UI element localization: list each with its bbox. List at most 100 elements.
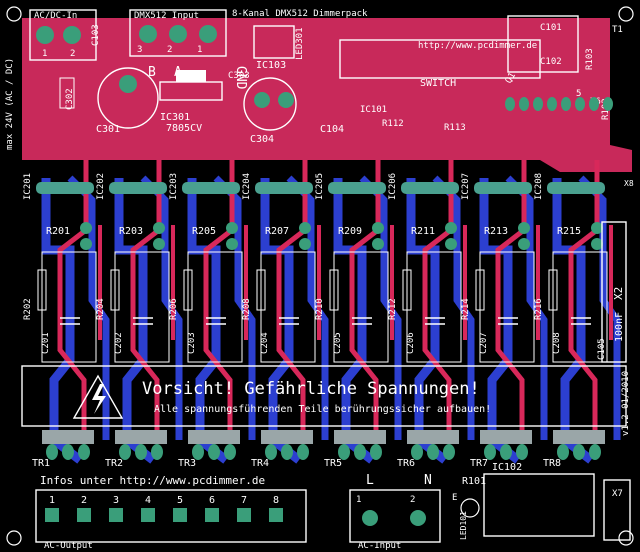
e-label: E <box>452 493 457 503</box>
acdc-in-label: AC/DC-In <box>34 11 77 21</box>
optocoupler-body <box>36 182 94 194</box>
ic-label: IC207 <box>461 173 471 200</box>
ac-output-pin-label: 6 <box>209 495 215 506</box>
triac-label: TR3 <box>178 458 196 469</box>
l-label: L <box>366 473 374 488</box>
ac-input-pin-1-label: 1 <box>356 495 361 505</box>
blue-trace <box>406 178 448 464</box>
x6-pin-row <box>505 97 613 111</box>
ic-label: IC202 <box>96 173 106 200</box>
triac-label: TR8 <box>543 458 561 469</box>
triac-pin-pad <box>411 444 423 460</box>
ac-output-pin-label: 7 <box>241 495 247 506</box>
resistor-side-label: R206 <box>169 298 179 320</box>
q1-area <box>507 15 579 73</box>
ic301-label: IC301 <box>160 112 190 123</box>
resistor-pad <box>372 238 384 250</box>
warning-frame <box>21 365 627 427</box>
ac-output-pin-pad <box>77 508 91 522</box>
blue-trace <box>552 178 594 464</box>
capacitor-label: C208 <box>552 332 562 354</box>
resistor-pad <box>518 238 530 250</box>
side-resistor <box>329 269 339 311</box>
resistor-pad <box>372 222 384 234</box>
triac-pin-pad <box>500 444 512 460</box>
triac-pin-pad <box>589 444 601 460</box>
triac-label: TR6 <box>397 458 415 469</box>
triac-heatsink-outline <box>41 251 97 363</box>
triac-label: TR4 <box>251 458 269 469</box>
capacitor-label: C205 <box>333 332 343 354</box>
side-resistor <box>183 269 193 311</box>
resistor-side-label: R212 <box>388 298 398 320</box>
c304-label: C304 <box>250 134 274 145</box>
triac-heatsink-outline <box>552 251 608 363</box>
ic-label: IC208 <box>534 173 544 200</box>
c302-outline <box>59 77 75 109</box>
triac-label: TR7 <box>470 458 488 469</box>
led101-label: LED101 <box>459 511 468 540</box>
regulator-label: 7805CV <box>166 123 202 134</box>
red-trace <box>276 160 308 440</box>
red-trace <box>422 160 454 440</box>
mounting-holes <box>6 6 634 546</box>
ac-input-pin-2-pad <box>410 510 426 526</box>
capacitor-label: C203 <box>187 332 197 354</box>
x7-outline <box>603 479 631 541</box>
dmx-input-connector <box>129 9 227 57</box>
resistor-pad <box>153 238 165 250</box>
triac-pin-pad <box>516 444 528 460</box>
triac-pin-pad <box>265 444 277 460</box>
board-title: 8-Kanal DMX512 Dimmerpack <box>232 9 368 19</box>
resistor-top-label: R215 <box>557 226 581 237</box>
optocoupler-body <box>401 182 459 194</box>
triac-heatsink-outline <box>114 251 170 363</box>
url-top: http://www.pcdimmer.de <box>418 41 537 51</box>
x6-pin-pad <box>575 97 585 111</box>
resistor-top-label: R213 <box>484 226 508 237</box>
ac-output-pin-label: 8 <box>273 495 279 506</box>
c104-label: C104 <box>320 124 344 135</box>
ic-label: IC206 <box>388 173 398 200</box>
capacitor-label: C207 <box>479 332 489 354</box>
triac-pin-pad <box>151 444 163 460</box>
side-resistor <box>402 269 412 311</box>
led101-outline <box>460 498 480 518</box>
resistor-side-label: R214 <box>461 298 471 320</box>
resistor-pad <box>299 222 311 234</box>
capacitor-label: C201 <box>41 332 51 354</box>
c301-pad <box>119 75 137 93</box>
acdc-pin-2-label: 2 <box>70 49 75 59</box>
x6-pin-pad <box>603 97 613 111</box>
regulator-tab <box>176 70 206 82</box>
ic-label: IC203 <box>169 173 179 200</box>
resistor-pad <box>226 222 238 234</box>
triac-pin-pad <box>443 444 455 460</box>
triac-pin-pad <box>119 444 131 460</box>
ic-label: IC201 <box>23 173 33 200</box>
resistor-side-label: R208 <box>242 298 252 320</box>
ac-output-pin-pad <box>45 508 59 522</box>
resistor-top-label: R201 <box>46 226 70 237</box>
blue-trace <box>479 178 521 464</box>
blue-trace <box>187 178 229 464</box>
triac-pin-pad <box>573 444 585 460</box>
triac-heatsink-outline <box>333 251 389 363</box>
ac-output-pin-label: 3 <box>113 495 119 506</box>
optocoupler-body <box>328 182 386 194</box>
ic101-label: IC101 <box>360 105 387 115</box>
resistor-pad <box>445 238 457 250</box>
supply-note: max 24V (AC / DC) <box>5 58 15 150</box>
resistor-pad <box>299 238 311 250</box>
x6-pin-pad <box>589 97 599 111</box>
switch-label: SWITCH <box>420 78 456 89</box>
pin-5-label: 5 <box>576 89 581 99</box>
resistor-side-label: R210 <box>315 298 325 320</box>
resistor-pad <box>591 238 603 250</box>
x6-pin-pad <box>519 97 529 111</box>
